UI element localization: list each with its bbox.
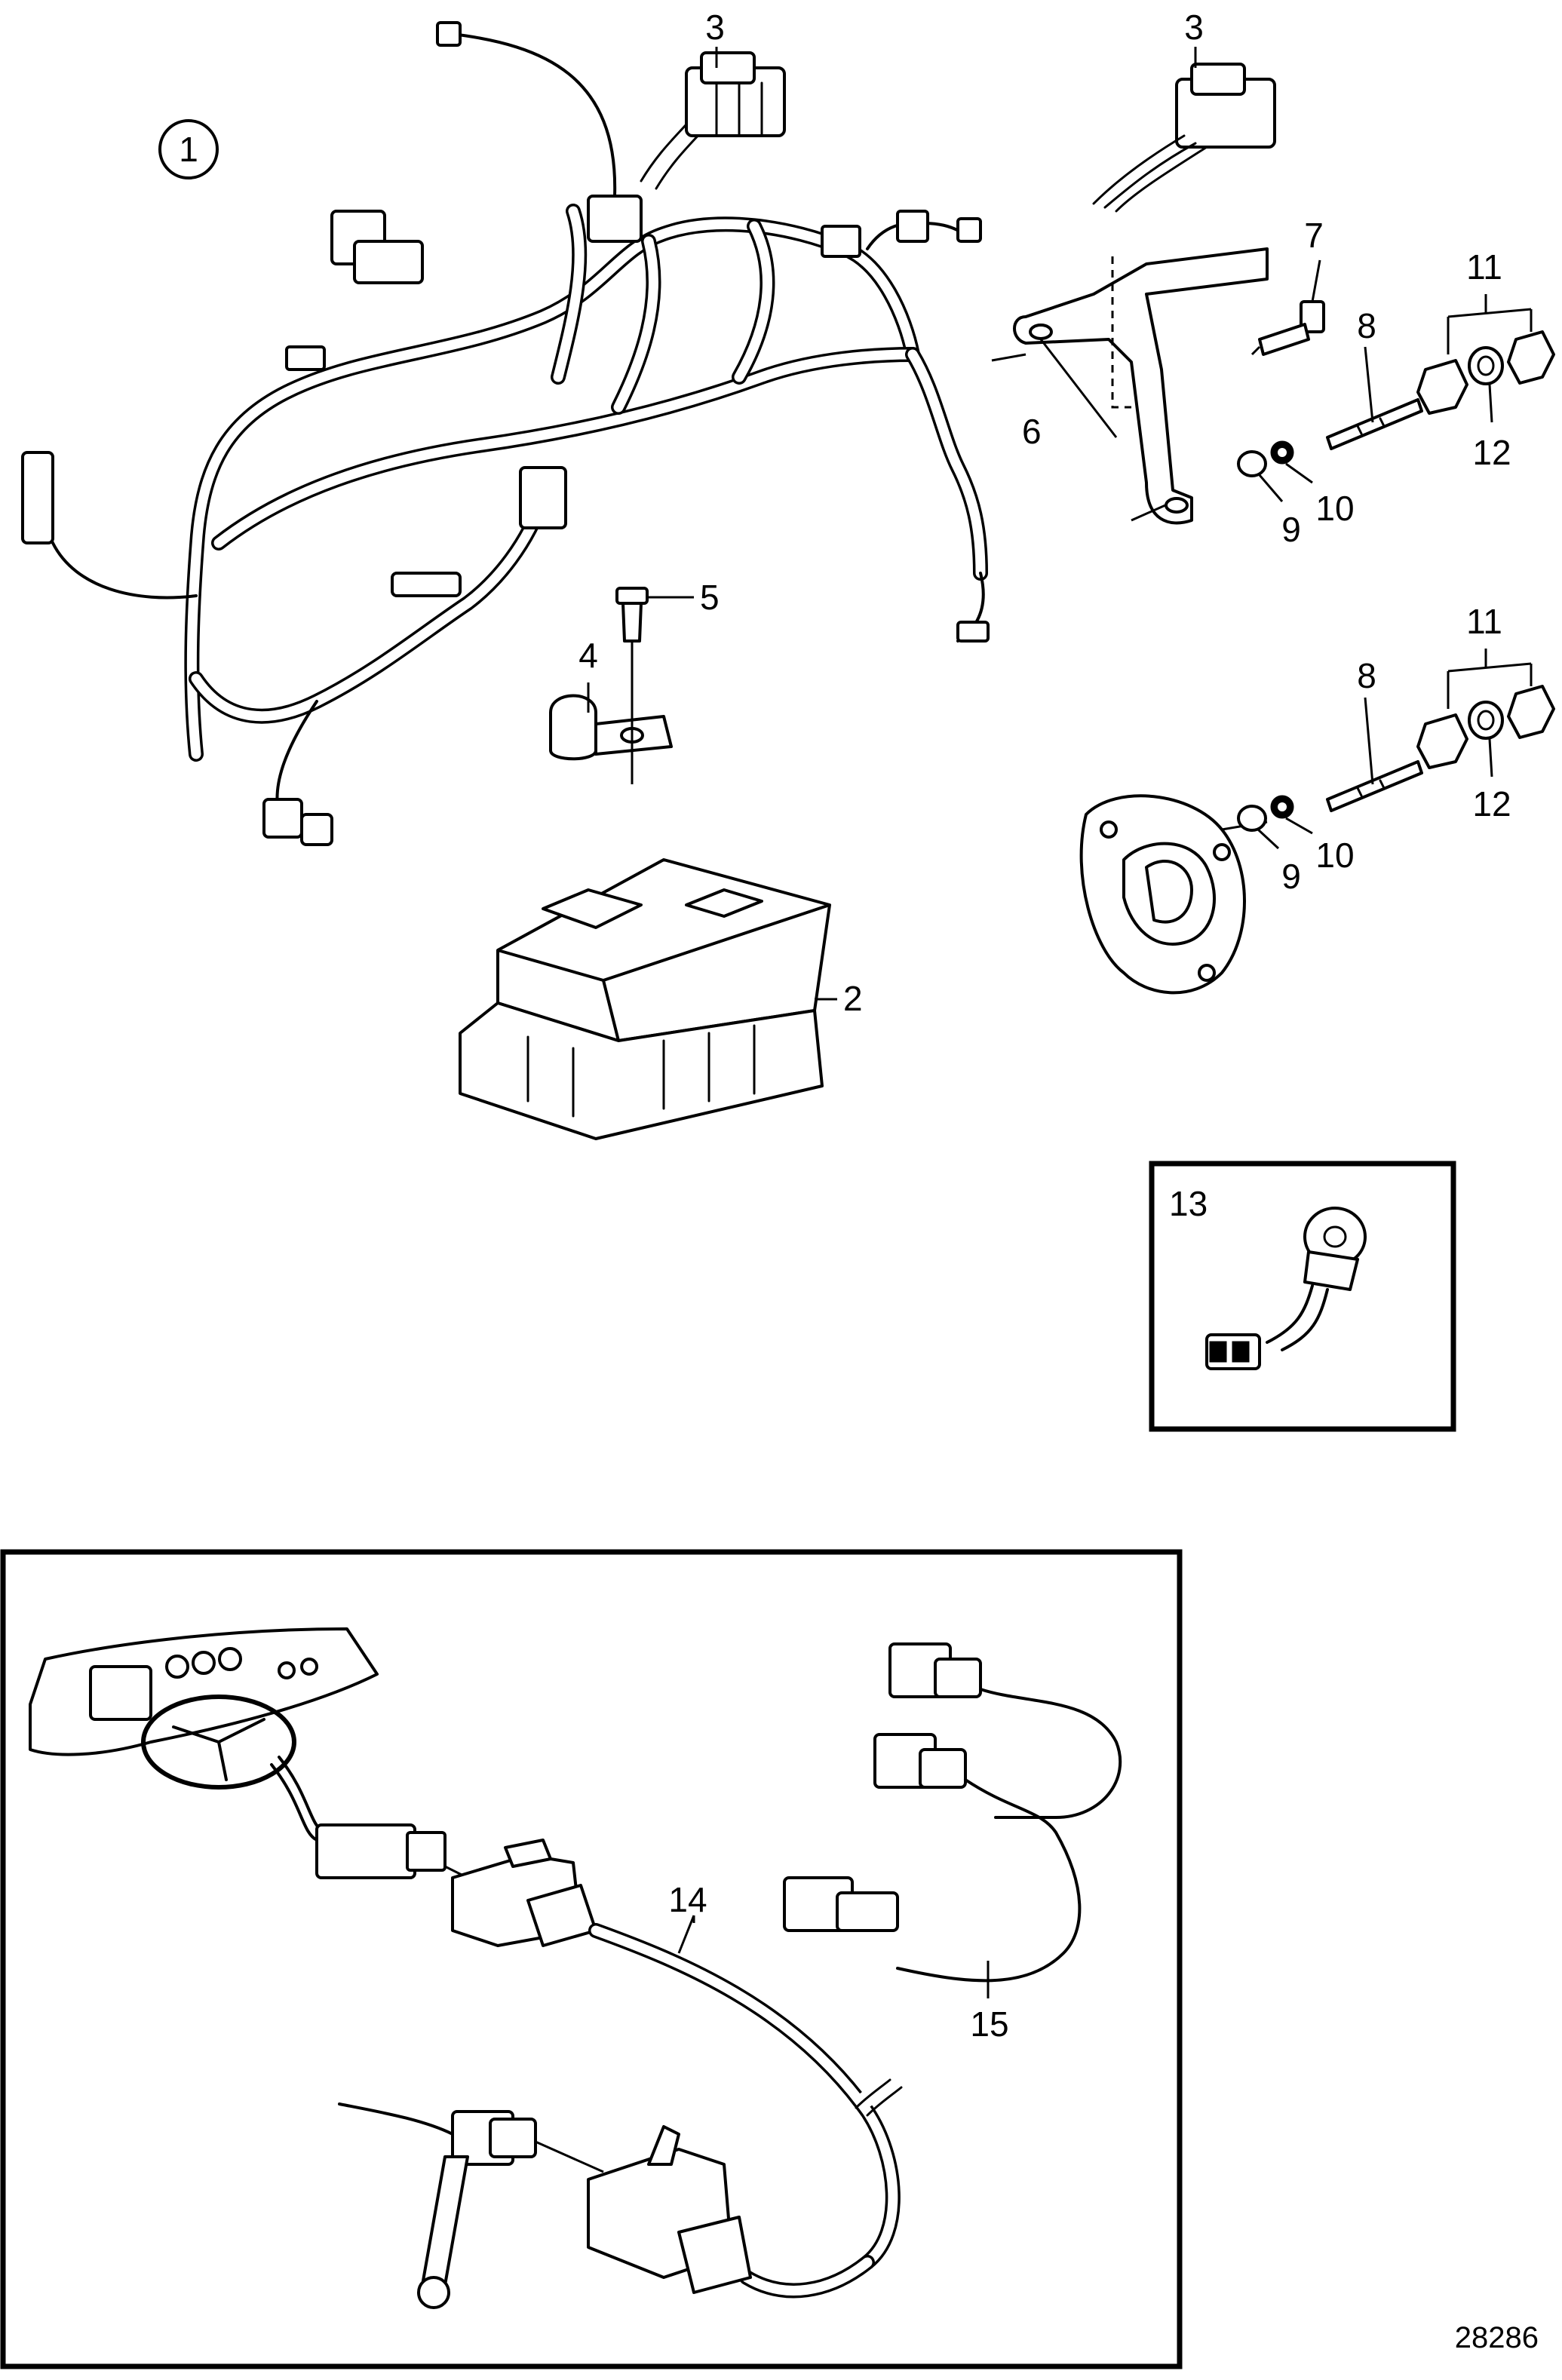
callout-15: 15 [970,2004,1008,2044]
figure-number: 28286 [1455,2321,1539,2354]
clamp-and-screw: 4 5 [549,578,720,784]
callout-3-loose: 3 [1184,8,1204,47]
callout-9-upper: 9 [1281,510,1301,549]
callout-10-upper: 10 [1315,489,1354,528]
harness-connector-3 [685,51,786,137]
callout-5: 5 [700,578,720,617]
loose-connector-3 [1092,63,1276,213]
callout-2: 2 [843,979,863,1018]
callout-3-harness: 3 [705,8,725,47]
dashboard-panel [29,1627,468,1879]
callout-11-upper: 11 [1466,247,1502,287]
callout-8-upper: 8 [1357,306,1376,345]
throttle-lever-connector [338,2102,752,2309]
callout-7: 7 [1304,216,1324,255]
callout-14: 14 [668,1880,707,1919]
bracket-assembly: 3 6 7 8 9 10 [991,8,1555,549]
callout-12-upper: 12 [1472,433,1511,472]
callout-9-lower: 9 [1281,857,1301,896]
instrument-cable-inset: 14 15 [0,1549,1183,2369]
callout-8-lower: 8 [1357,656,1376,695]
callout-4: 4 [578,636,598,675]
fuse-relay-box: 2 [459,858,863,1140]
callout-11-lower: 11 [1466,602,1502,641]
flywheel-housing-assembly: 8 9 10 11 12 [1079,602,1555,995]
callout-1-circle [158,119,219,179]
callout-12-lower: 12 [1472,784,1511,823]
callout-1: 1 [179,130,198,169]
cable-15: 15 [783,1642,1122,2044]
main-wiring-harness: 1 3 [21,8,990,846]
callout-10-lower: 10 [1315,836,1354,875]
inset-13-sensor: 13 [1149,1161,1456,1432]
callout-13: 13 [1169,1184,1208,1223]
cable-14: 14 [451,1839,903,2299]
callout-6: 6 [1022,412,1042,451]
